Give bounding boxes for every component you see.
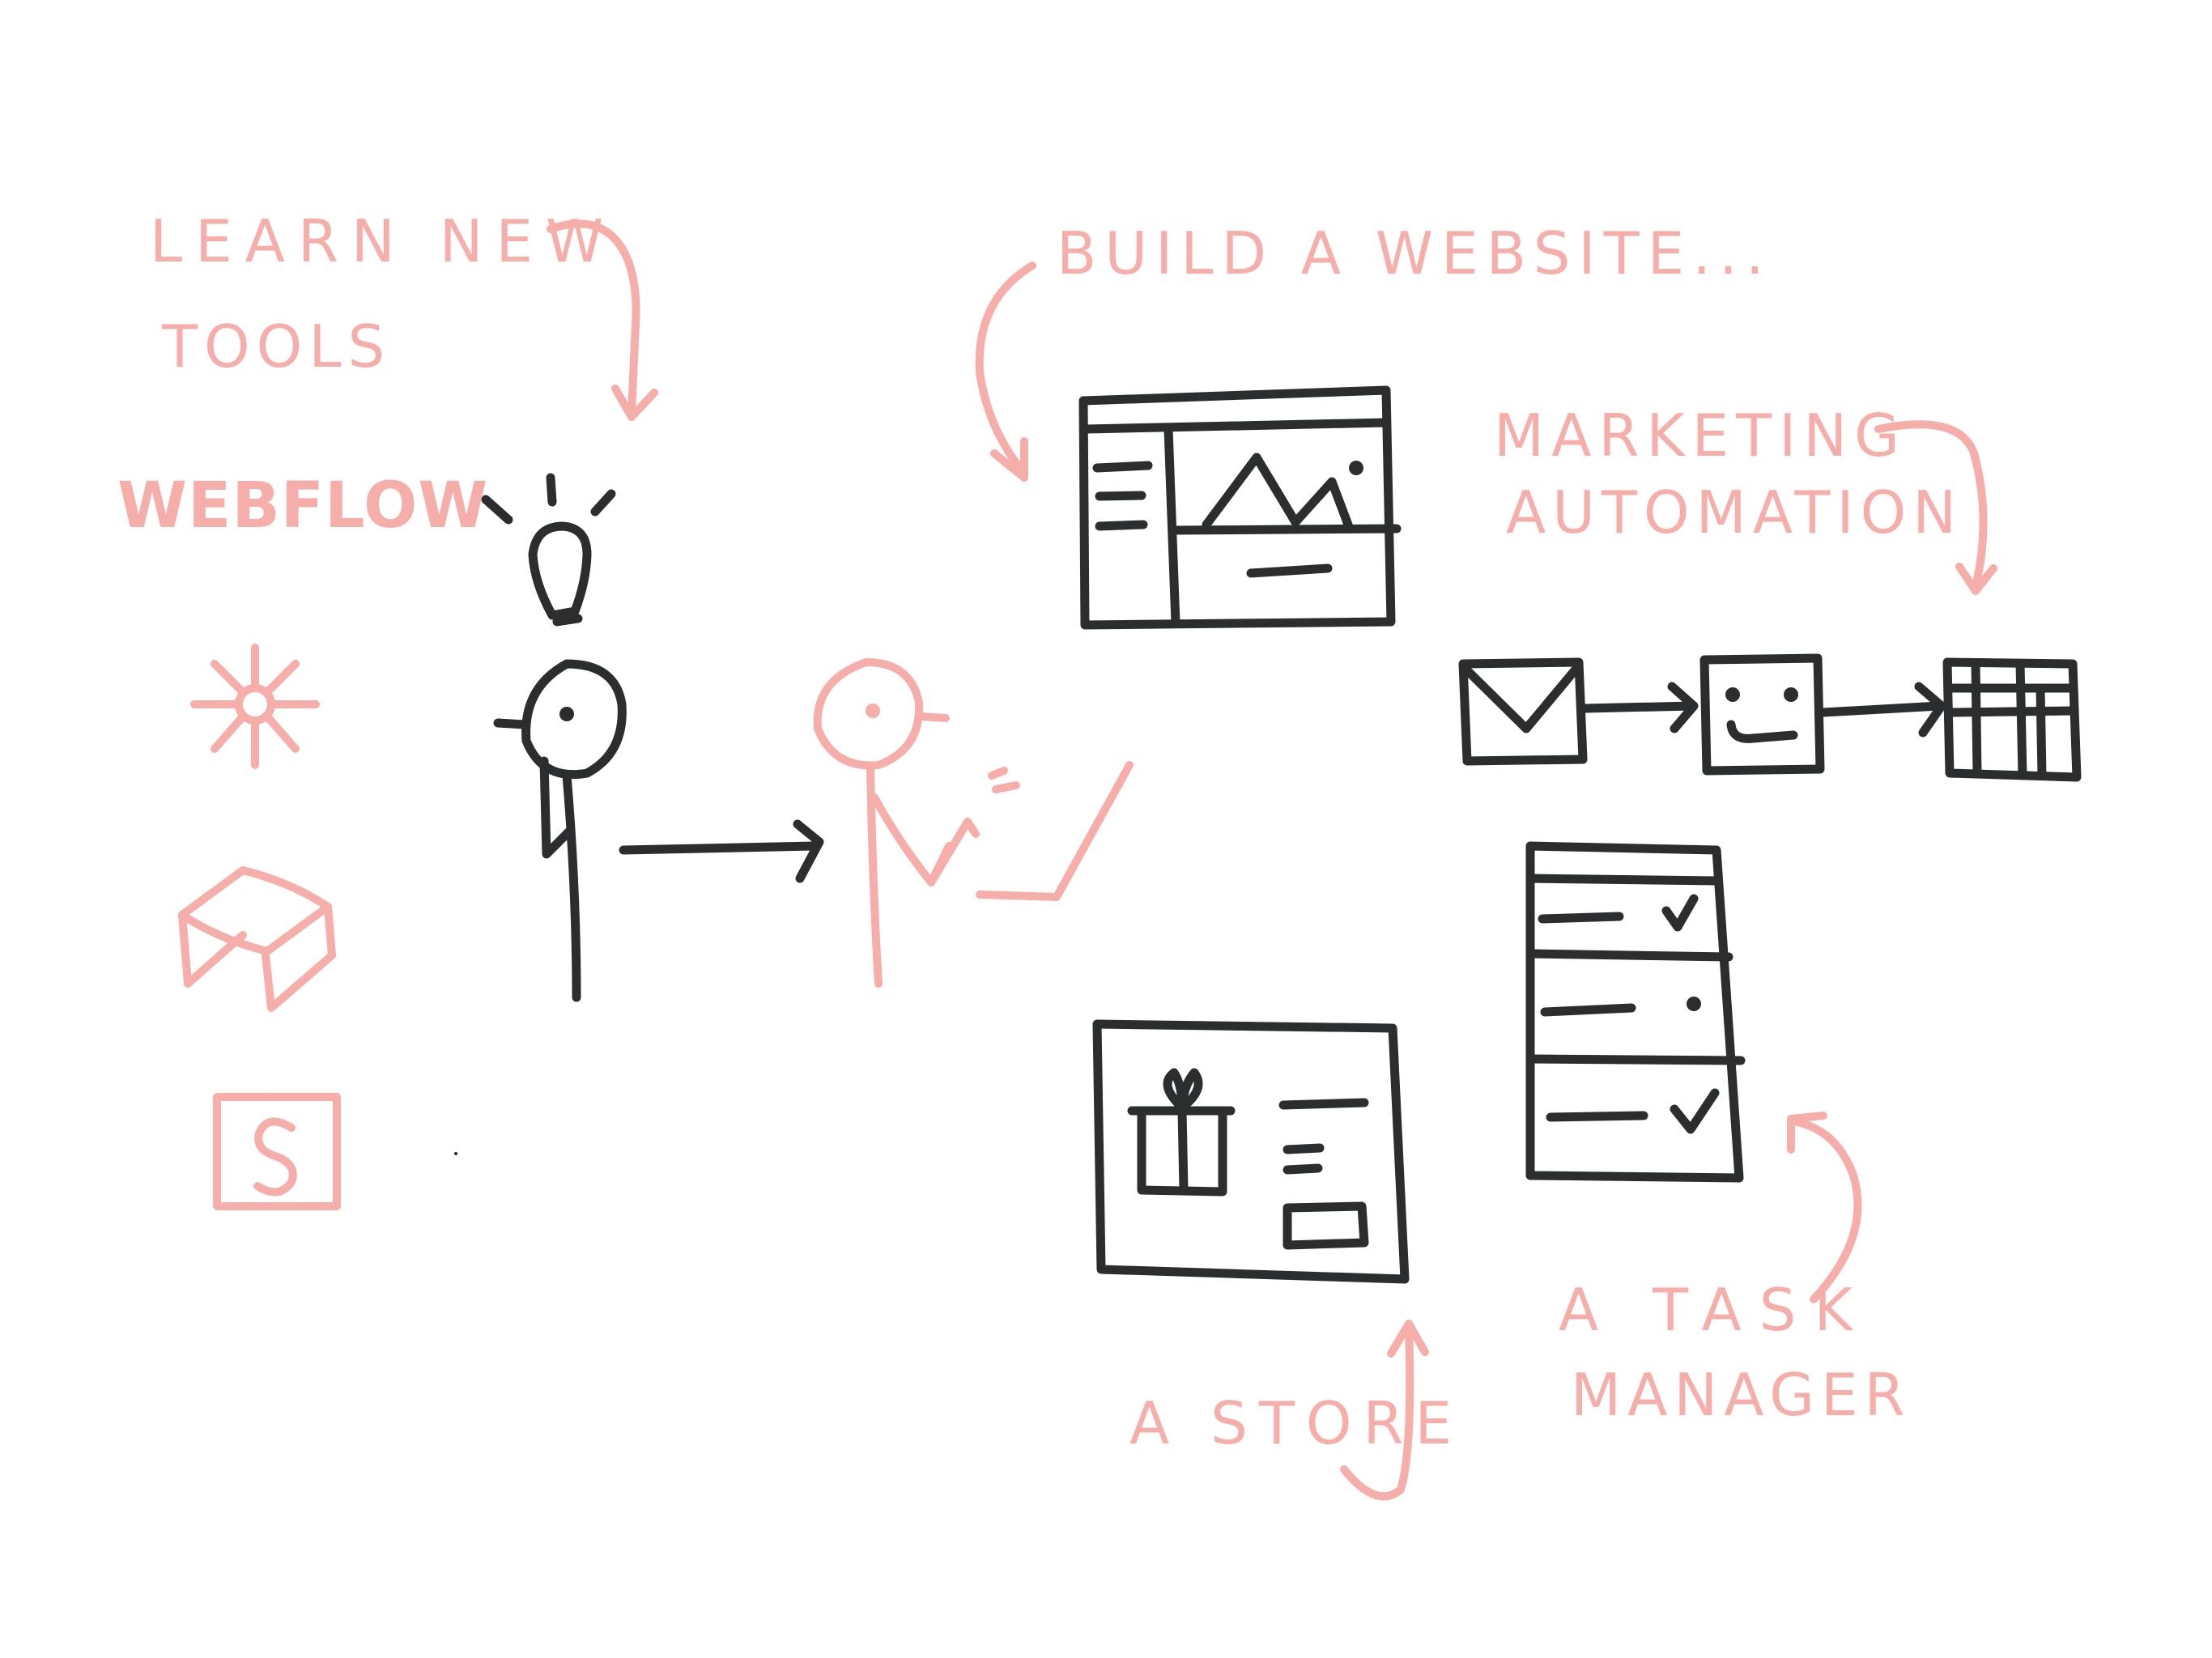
arrow-person-to-builder	[619, 819, 824, 883]
label-a-store: A STORE	[1129, 1389, 1464, 1457]
airtable-logo-icon	[178, 866, 336, 1012]
envelope-icon	[1458, 657, 1588, 766]
label-manager: MANAGER	[1571, 1361, 1912, 1429]
flow-arrow-2	[1819, 682, 1946, 738]
lightbulb-icon	[481, 473, 616, 627]
arrow-build-to-website	[975, 261, 1036, 482]
robot-face-icon	[1699, 653, 1825, 776]
label-marketing: MARKETING	[1494, 402, 1907, 470]
label-tools: TOOLS	[162, 312, 392, 380]
arrow-task-to-list	[1787, 1112, 1862, 1303]
task-list-icon	[1525, 841, 1746, 1183]
label-build-website: BUILD A WEBSITE...	[1057, 219, 1772, 287]
flow-arrow-1	[1580, 682, 1699, 733]
label-learn-new: LEARN NEW	[150, 207, 617, 275]
webflow-logo: WEBFLOW	[117, 470, 489, 542]
stripe-logo-icon	[213, 1093, 341, 1210]
label-a-task: A TASK	[1559, 1276, 1870, 1344]
stick-figure-icon	[493, 659, 627, 1002]
zapier-logo-icon	[190, 644, 320, 769]
label-automation: AUTOMATION	[1506, 478, 1963, 546]
website-wireframe-icon	[1078, 385, 1402, 630]
arrow-marketing-to-flow	[1874, 420, 1997, 595]
builder-figure-icon	[813, 658, 1134, 988]
arrow-store-to-store	[1340, 1320, 1429, 1501]
store-product-icon	[1092, 1019, 1410, 1284]
spreadsheet-icon	[1942, 657, 2082, 782]
arrow-tools-to-person	[547, 219, 658, 421]
